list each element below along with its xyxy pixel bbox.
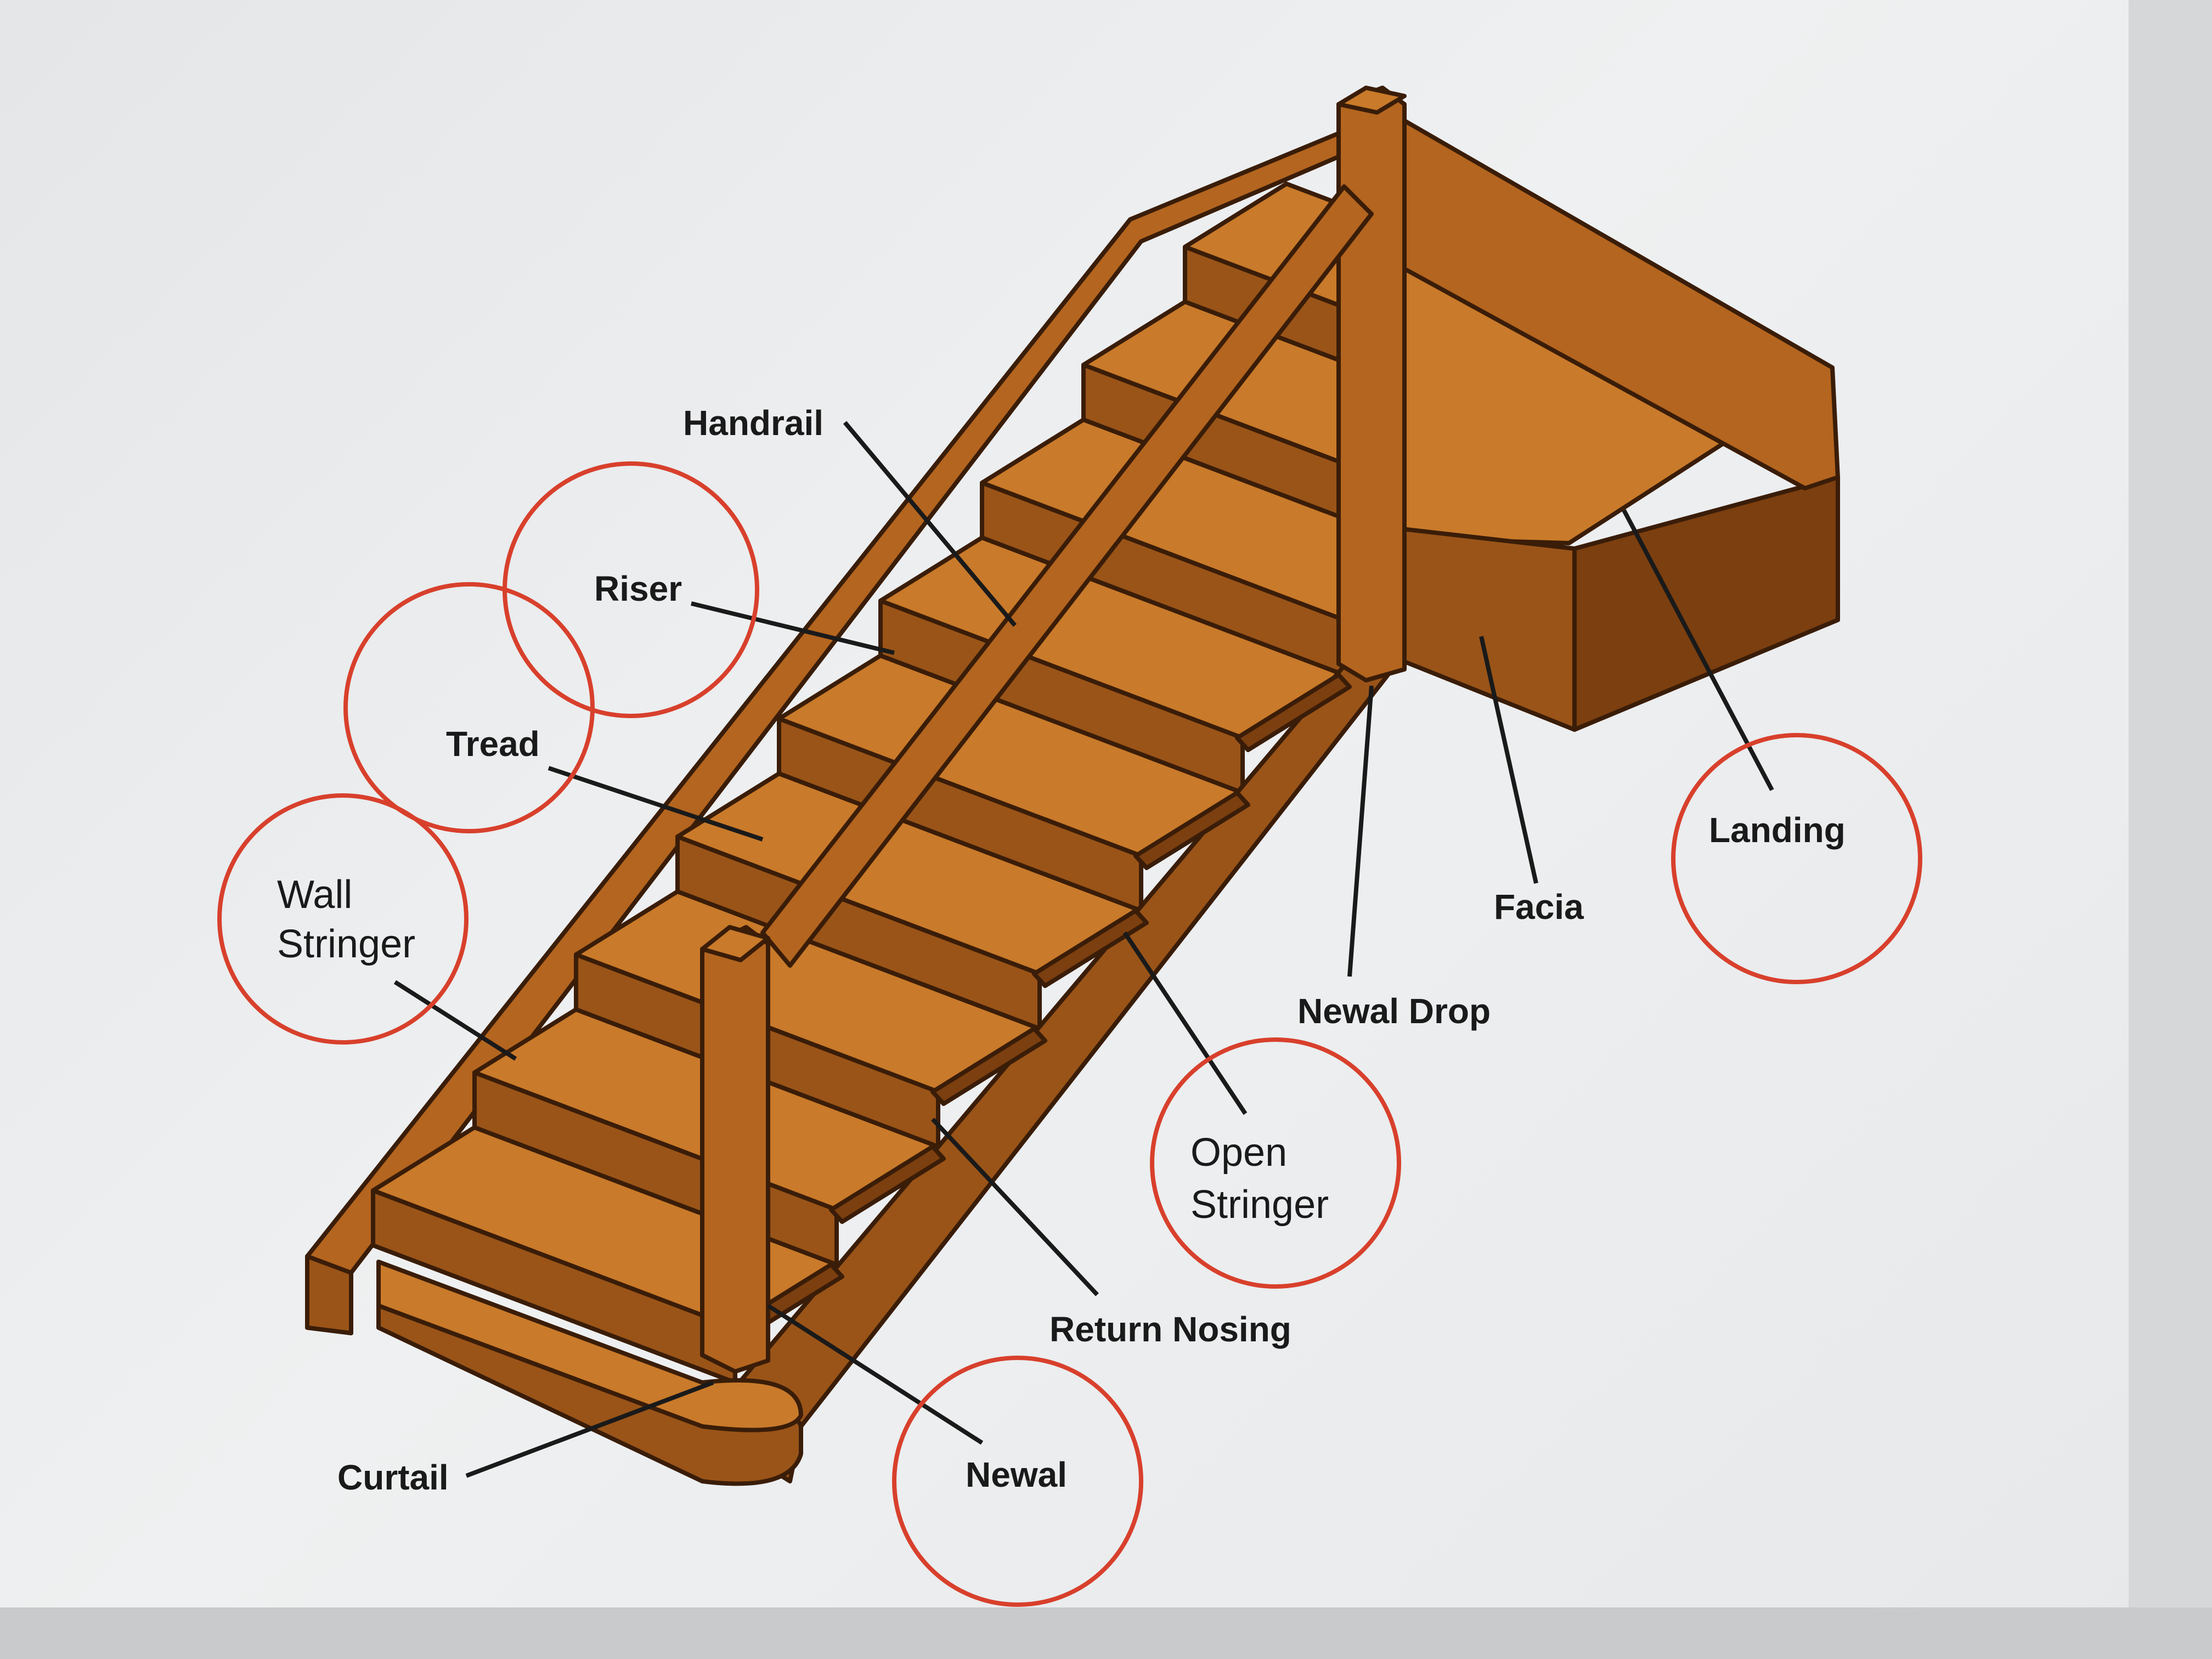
label-wall-stringer-1: Wall bbox=[277, 873, 352, 917]
label-landing: Landing bbox=[1709, 810, 1846, 850]
return-nosing bbox=[1032, 909, 1149, 988]
tread-circle bbox=[343, 582, 595, 833]
label-handrail: Handrail bbox=[683, 403, 823, 443]
open-stringer-circle bbox=[1150, 1037, 1401, 1289]
label-return-nosing: Return Nosing bbox=[1049, 1310, 1291, 1349]
handrail bbox=[760, 184, 1374, 968]
landing-circle bbox=[1671, 733, 1922, 984]
return-nosing bbox=[1133, 791, 1250, 870]
wall-stringer bbox=[305, 113, 1385, 1335]
return-nosing bbox=[829, 1144, 946, 1224]
monitor-bezel-right bbox=[2129, 0, 2212, 1659]
landing bbox=[1369, 119, 1840, 732]
label-facia: Facia bbox=[1494, 887, 1584, 927]
monitor-bezel-bottom bbox=[0, 1607, 2212, 1659]
return-nosing bbox=[930, 1026, 1047, 1106]
wall-stringer-circle bbox=[217, 793, 469, 1045]
highlight-circles bbox=[217, 461, 1922, 1607]
newal-circle bbox=[892, 1356, 1143, 1607]
label-riser: Riser bbox=[594, 569, 682, 608]
newal-drop bbox=[1336, 86, 1407, 682]
newal-post bbox=[700, 925, 770, 1374]
label-open-stringer-1: Open bbox=[1190, 1131, 1287, 1175]
label-newal: Newal bbox=[966, 1455, 1067, 1494]
label-newal-drop: Newal Drop bbox=[1297, 991, 1491, 1031]
label-open-stringer-2: Stringer bbox=[1190, 1183, 1329, 1227]
label-tread: Tread bbox=[446, 724, 540, 764]
labels: Handrail Riser Tread Wall Stringer Curta… bbox=[277, 403, 1846, 1497]
return-nosing bbox=[1235, 673, 1352, 752]
label-wall-stringer-2: Stringer bbox=[277, 922, 415, 966]
label-curtail: Curtail bbox=[337, 1458, 449, 1497]
